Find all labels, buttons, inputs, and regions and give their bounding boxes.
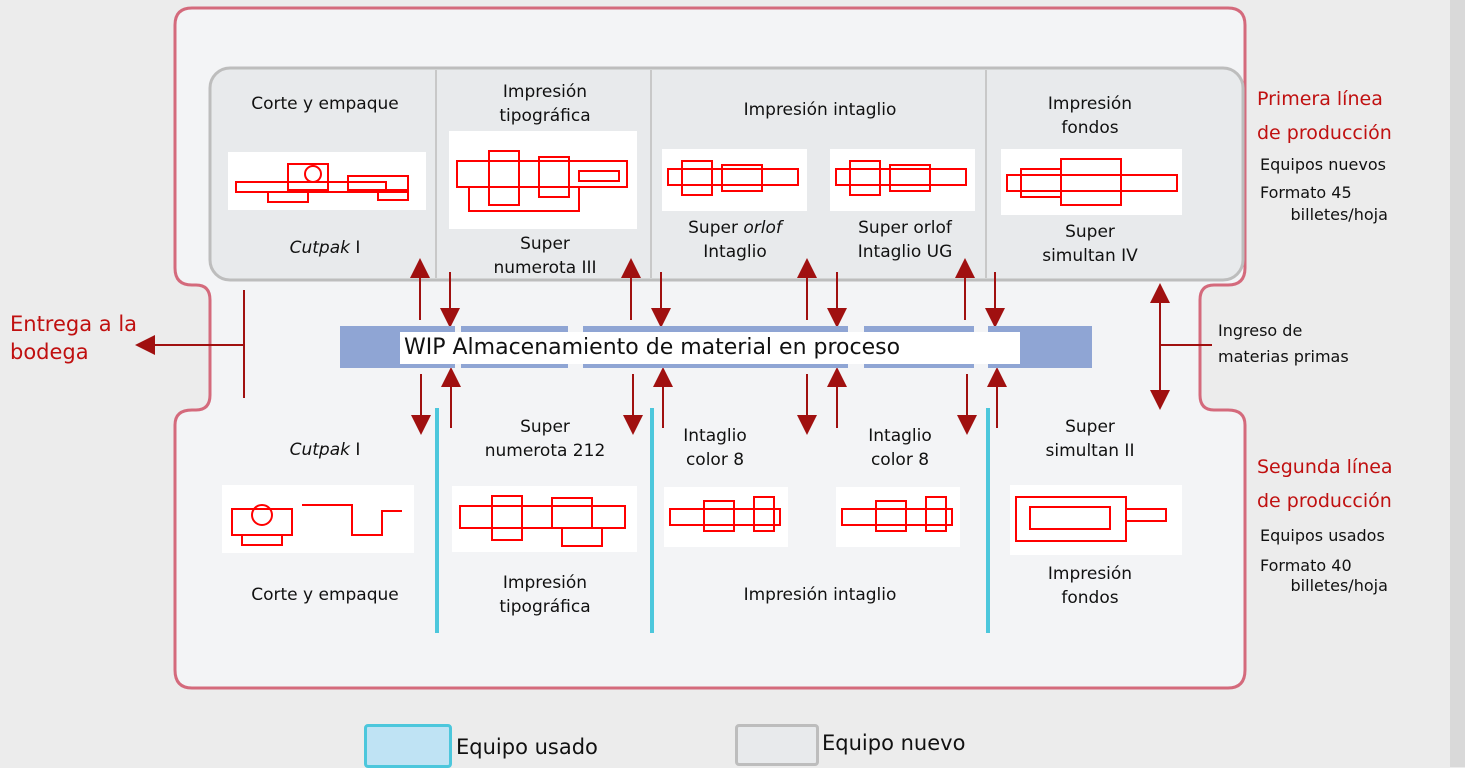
top-section-intaglio: Impresión intaglio xyxy=(743,100,897,120)
bottom-flow-arrows xyxy=(411,367,1007,435)
bottom-section-typographic: Impresión tipográfica xyxy=(499,573,591,617)
machine-icon xyxy=(449,131,637,229)
legend-used-label: Equipo usado xyxy=(456,735,598,759)
wip-label-box xyxy=(400,332,1020,364)
bottom-machine-simultan-ii: Super simultan II xyxy=(1045,417,1135,461)
top-divider-1 xyxy=(435,70,437,278)
machine-icon xyxy=(228,152,426,210)
machine-icon xyxy=(1001,149,1182,215)
machine-icon xyxy=(452,486,637,552)
delivery-label: Entrega a la bodega xyxy=(10,312,138,364)
bottom-section-intaglio: Impresión intaglio xyxy=(743,585,897,605)
bottom-section-cutting: Corte y empaque xyxy=(251,585,399,605)
first-line-equipment: Equipos nuevos xyxy=(1260,155,1386,174)
machine-icon xyxy=(664,487,788,547)
top-machine-simultan-iv: Super simultan IV xyxy=(1042,222,1138,266)
top-machine-numerota-iii: Super numerota III xyxy=(493,234,597,278)
scrollbar-strip xyxy=(1450,0,1465,767)
legend-new-swatch xyxy=(735,724,819,766)
legend-used-swatch xyxy=(364,724,452,768)
machine-icon xyxy=(1010,485,1182,555)
top-divider-2 xyxy=(650,70,652,278)
legend-new-label: Equipo nuevo xyxy=(822,731,966,755)
wip-label: WIP Almacenamiento de material en proces… xyxy=(404,335,901,360)
top-machine-orlof-intaglio-ug: Super orlof Intaglio UG xyxy=(857,218,953,262)
second-line-format: Formato 40 billetes/hoja xyxy=(1260,556,1388,595)
bottom-machine-numerota-212: Super numerota 212 xyxy=(484,417,606,461)
bottom-machine-intaglio-color-8-b: Intaglio color 8 xyxy=(868,426,932,470)
used-divider-2 xyxy=(650,408,654,633)
bottom-machine-intaglio-color-8-a: Intaglio color 8 xyxy=(683,426,747,470)
top-divider-3 xyxy=(985,70,987,278)
intake-label: Ingreso de materias primas xyxy=(1218,321,1349,366)
top-machine-cutpak: Cutpak I xyxy=(289,238,361,258)
used-divider-1 xyxy=(435,408,439,633)
first-line-format: Formato 45 billetes/hoja xyxy=(1260,183,1388,224)
machine-icon xyxy=(662,149,807,211)
machine-icon xyxy=(836,487,960,547)
bottom-machine-cutpak: Cutpak I xyxy=(289,440,361,460)
top-section-backgrounds: Impresión fondos xyxy=(1047,94,1133,138)
top-section-typographic: Impresión tipográfica xyxy=(499,82,591,126)
top-machine-orlof-intaglio: Super orlof Intaglio xyxy=(688,218,782,262)
first-line-title: Primera línea de producción xyxy=(1257,88,1392,144)
top-section-cutting: Corte y empaque xyxy=(251,94,399,114)
bottom-section-backgrounds: Impresión fondos xyxy=(1047,564,1133,608)
machine-icon xyxy=(830,149,975,211)
used-divider-3 xyxy=(986,408,990,633)
second-line-equipment: Equipos usados xyxy=(1260,526,1385,545)
top-flow-arrows xyxy=(410,258,1005,328)
machine-icon xyxy=(222,485,414,553)
second-line-title: Segunda línea de producción xyxy=(1257,456,1393,512)
